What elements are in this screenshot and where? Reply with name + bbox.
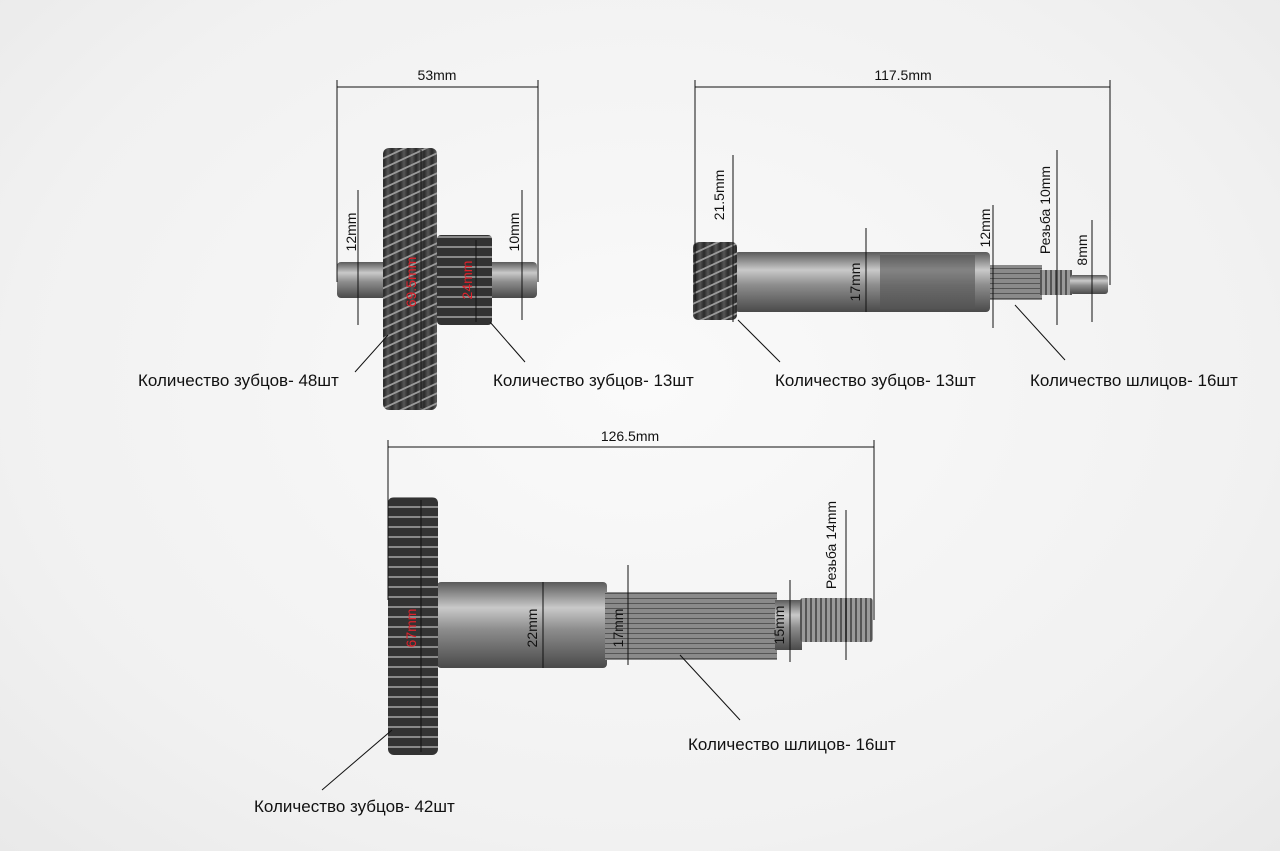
- splines-label: Количество шлицов- 16шт: [1030, 371, 1238, 390]
- spline-diameter: 17mm: [610, 609, 626, 648]
- big-gear-teeth-label: Количество зубцов- 48шт: [138, 371, 339, 390]
- big-gear-diameter: 69.5mm: [403, 257, 419, 308]
- shaft-right-diameter: 10mm: [506, 213, 522, 252]
- shaft-left-diameter: 12mm: [343, 213, 359, 252]
- splines-label: Количество шлицов- 16шт: [688, 735, 896, 754]
- pinion-shaft: 117.5mm 21.5mm 17mm 12mm Резьба 10mm 8mm…: [693, 67, 1238, 390]
- small-gear-teeth-label: Количество зубцов- 13шт: [493, 371, 694, 390]
- end-diameter: 8mm: [1074, 234, 1090, 265]
- length-dimension: 53mm: [418, 67, 457, 83]
- pinion-teeth-label: Количество зубцов- 13шт: [775, 371, 976, 390]
- intermediate-gear-shaft: 53mm 12mm 10mm 69.5mm 24mm Количество зу…: [138, 67, 694, 410]
- spline-diameter: 12mm: [977, 209, 993, 248]
- small-gear-diameter: 24mm: [459, 261, 475, 300]
- shaft-diameter: 22mm: [524, 609, 540, 648]
- neck-diameter: 15mm: [771, 606, 787, 645]
- shaft-diameter: 17mm: [847, 263, 863, 302]
- output-gear-shaft: 126.5mm 67mm 22mm 17mm 15mm Резьба 14mm …: [254, 428, 896, 816]
- thread-size: Резьба 10mm: [1037, 166, 1053, 254]
- gear-diameter: 67mm: [403, 609, 419, 648]
- length-dimension: 126.5mm: [601, 428, 659, 444]
- pinion-diameter: 21.5mm: [711, 170, 727, 221]
- gear-teeth-label: Количество зубцов- 42шт: [254, 797, 455, 816]
- length-dimension: 117.5mm: [874, 67, 931, 83]
- thread-size: Резьба 14mm: [823, 501, 839, 589]
